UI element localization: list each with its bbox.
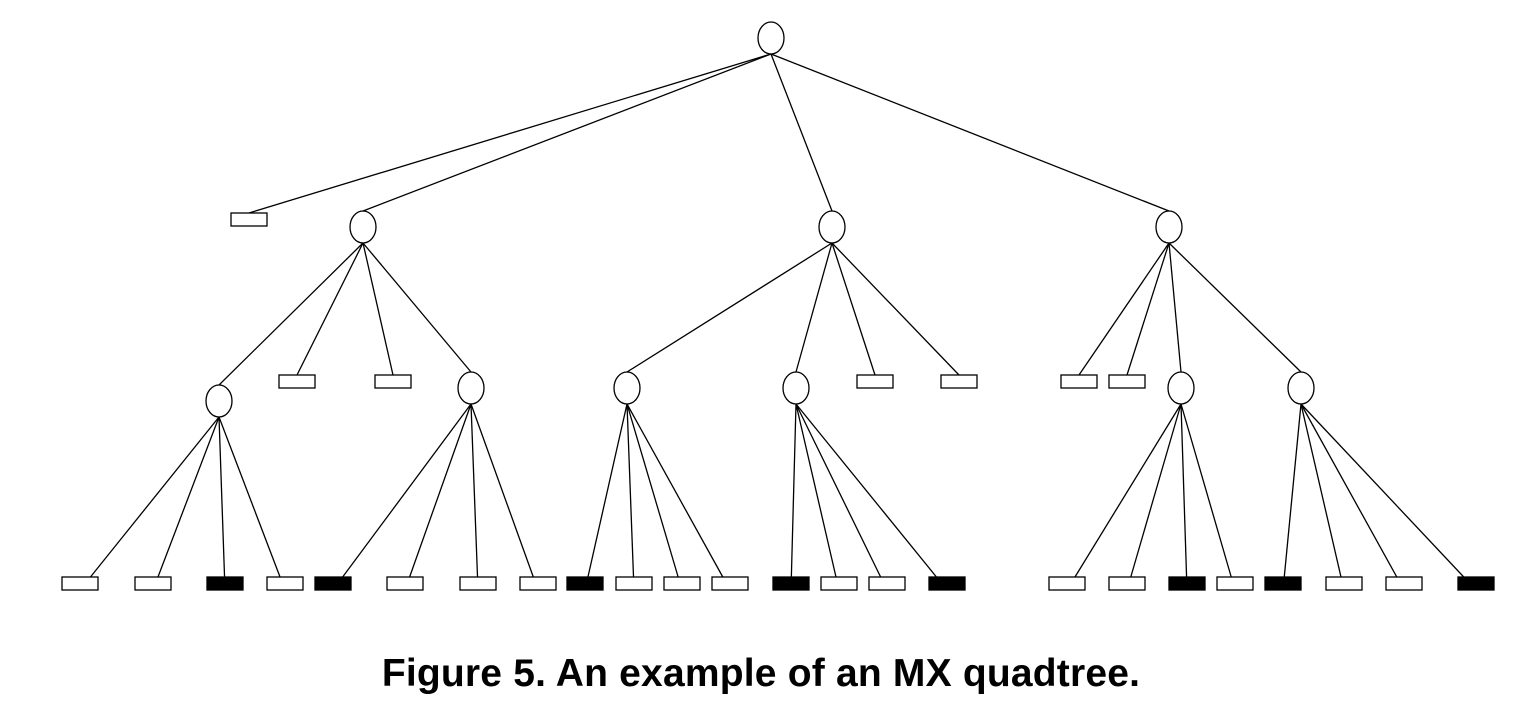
white-leaf-node [459,576,497,591]
tree-edge [626,403,683,591]
tree-edge [584,403,628,591]
internal-node [1167,371,1195,405]
tree-edge [1168,242,1182,373]
tree-edge [362,242,394,376]
white-leaf-node [663,576,701,591]
tree-edge [218,416,226,591]
tree-edge [332,403,472,591]
white-leaf-node [820,576,858,591]
white-leaf-node [1385,576,1423,591]
root-node [757,21,785,55]
tree-edge [470,403,479,591]
black-leaf-node [566,576,604,591]
tree-edge [1126,242,1170,376]
internal-node [818,210,846,244]
tree-edge [79,416,220,591]
figure-caption: Figure 5. An example of an MX quadtree. [381,652,1141,695]
tree-edge [1300,403,1345,591]
tree-edge [1180,403,1188,591]
white-leaf-node [1060,374,1098,389]
white-leaf-node [374,374,412,389]
white-leaf-node [868,576,906,591]
tree-edge [790,403,797,591]
tree-edge [831,242,960,376]
tree-edge [795,403,888,591]
white-leaf-node [1108,374,1146,389]
internal-node [205,384,233,418]
tree-edge [1078,242,1170,376]
internal-node [613,371,641,405]
mx-quadtree-diagram [61,21,1495,591]
tree-edge [795,403,948,591]
internal-node [782,371,810,405]
tree-edge [626,242,833,373]
white-leaf-node [856,374,894,389]
tree-edge [795,242,833,373]
white-leaf-node [1108,576,1146,591]
tree-edge [218,416,286,591]
internal-node [349,210,377,244]
black-leaf-node [772,576,810,591]
tree-edge [362,53,772,212]
tree-edge [296,242,364,376]
white-leaf-node [230,212,268,227]
tree-edge [362,242,472,373]
white-leaf-node [711,576,749,591]
white-leaf-node [61,576,99,591]
white-leaf-node [1216,576,1254,591]
tree-edges [79,53,1477,591]
tree-edge [770,53,833,212]
white-leaf-node [1048,576,1086,591]
internal-node [1155,210,1183,244]
tree-edge [1168,242,1302,373]
tree-edge [1180,403,1236,591]
black-leaf-node [314,576,352,591]
internal-node [457,371,485,405]
tree-edge [1300,403,1405,591]
tree-edge [152,416,220,591]
tree-edge [795,403,840,591]
tree-edge [770,53,1170,212]
black-leaf-node [206,576,244,591]
white-leaf-node [519,576,557,591]
white-leaf-node [386,576,424,591]
tree-edge [1126,403,1182,591]
white-leaf-node [266,576,304,591]
tree-edge [626,403,731,591]
tree-edge [218,242,364,386]
tree-edge [831,242,876,376]
white-leaf-node [940,374,978,389]
internal-node [1287,371,1315,405]
black-leaf-node [1457,576,1495,591]
tree-edge [1300,403,1477,591]
tree-edge [470,403,539,591]
white-leaf-node [615,576,653,591]
tree-edge [248,53,772,214]
tree-edge [626,403,635,591]
black-leaf-node [1168,576,1206,591]
tree-edge [1066,403,1182,591]
black-leaf-node [928,576,966,591]
white-leaf-node [1325,576,1363,591]
white-leaf-node [134,576,172,591]
tree-edge [404,403,472,591]
black-leaf-node [1264,576,1302,591]
white-leaf-node [278,374,316,389]
tree-edge [1282,403,1302,591]
tree-nodes [61,21,1495,591]
